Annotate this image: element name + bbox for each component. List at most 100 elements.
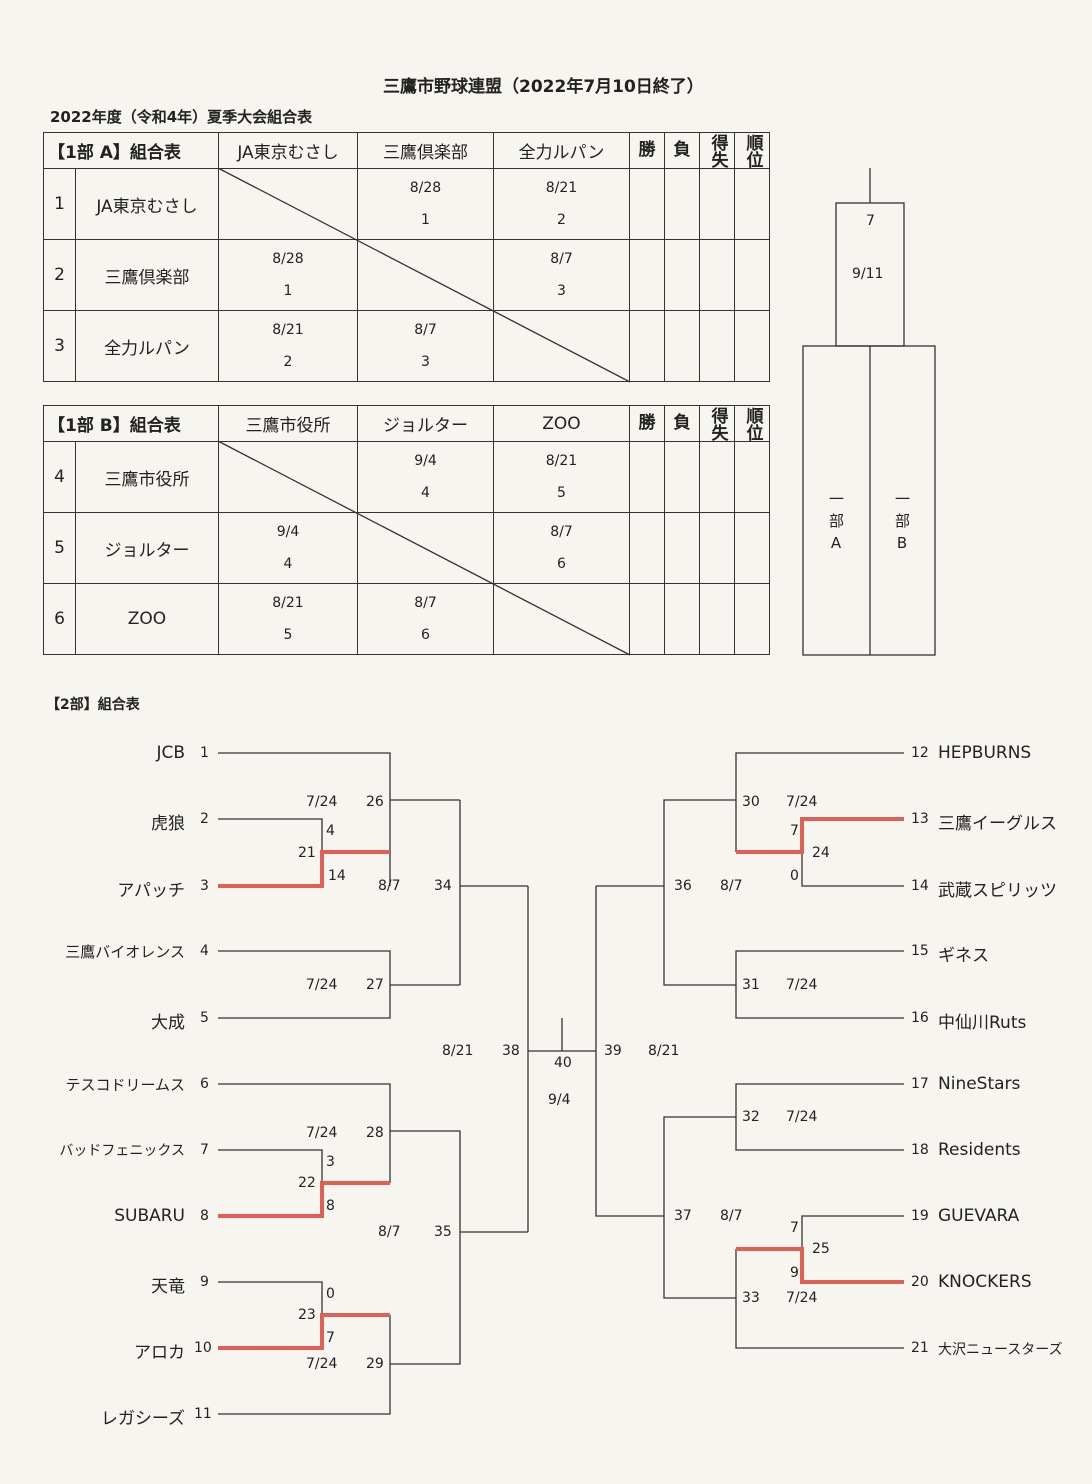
game-date: 8/21 [545,180,578,196]
game-date: 8/21 [545,453,578,469]
game-date: 8/7 [550,251,573,267]
div1a-label: 【1部 A】組合表 [43,132,219,169]
score: 14 [328,868,346,884]
team-number: 19 [911,1208,929,1224]
row-team: ZOO [75,583,219,655]
game-number: 25 [812,1241,830,1257]
div1b-col-header: 三鷹市役所 [218,405,358,442]
game-date: 8/7 [378,1224,401,1240]
stat-cell [629,239,665,311]
game-number: 27 [366,977,384,993]
team-name: HEPBURNS [938,743,1032,763]
row-team: 全力ルパン [75,310,219,382]
row-number: 2 [43,239,76,311]
div1a-col-header: 全力ルパン [493,132,630,169]
team-number: 17 [911,1076,929,1092]
game-number: 40 [554,1055,572,1071]
game-date: 9/4 [548,1092,571,1108]
diagonal-line [217,167,631,383]
team-name: 武蔵スピリッツ [938,881,1057,901]
game-number: 1 [283,283,293,299]
team-number: 6 [200,1076,209,1092]
game-number: 31 [742,977,760,993]
team-name: バッドフェニックス [59,1143,185,1159]
stat-cell [629,310,665,382]
stat-header-runs: 得失 [699,132,735,169]
final-game-number: 7 [866,213,875,229]
team-number: 20 [911,1274,929,1290]
row-team: JA東京むさし [75,168,219,240]
stat-cell [734,441,770,513]
team-name: 中仙川Ruts [938,1013,1027,1033]
team-name: テスコドリームス [65,1076,185,1094]
stat-cell [629,441,665,513]
game-number: 30 [742,794,760,810]
team-number: 1 [200,745,209,761]
team-number: 12 [911,745,929,761]
score: 7 [790,1220,799,1236]
team-name: レガシーズ [100,1409,185,1429]
stat-header-rank: 順位 [734,405,770,442]
game-number: 33 [742,1290,760,1306]
game-date: 8/21 [272,322,304,338]
div2-label: 【2部】組合表 [46,697,140,713]
stat-cell [734,168,770,240]
team-number: 14 [911,878,929,894]
score: 0 [326,1286,335,1302]
final-game-date: 9/11 [852,266,884,282]
score: 4 [326,823,335,839]
game-number: 36 [674,878,692,894]
diagonal-line [217,440,631,656]
game-date: 9/4 [276,524,300,540]
game-number: 6 [557,556,566,572]
stat-cell [699,239,735,311]
game-number: 22 [298,1175,316,1191]
stat-cell [734,583,770,655]
game-date: 7/24 [306,1125,338,1141]
score: 9 [790,1265,799,1281]
game-date: 8/21 [272,595,304,611]
team-number: 5 [200,1010,209,1026]
game-number: 37 [674,1208,692,1224]
score: 3 [326,1154,335,1170]
stat-cell [734,512,770,584]
team-number: 21 [911,1340,929,1356]
team-name: Residents [938,1140,1021,1160]
score: 0 [790,868,799,884]
team-number: 2 [200,811,209,827]
row-number: 4 [43,441,76,513]
game-number: 1 [421,212,430,228]
game-number: 5 [283,627,293,643]
team-name: KNOCKERS [938,1272,1032,1292]
game-number: 4 [283,556,293,572]
game-number: 3 [421,354,430,370]
game-date: 8/7 [720,878,743,894]
stat-cell [734,310,770,382]
team-number: 3 [200,878,209,894]
team-name: JCB [156,743,185,763]
team-number: 9 [200,1274,209,1290]
team-number: 11 [194,1406,212,1422]
div1b-col-header: ジョルター [357,405,494,442]
game-date: 7/24 [786,1109,818,1125]
game-date: 8/28 [409,180,442,196]
row-team: 三鷹倶楽部 [75,239,219,311]
row-team: 三鷹市役所 [75,441,219,513]
score: 7 [790,823,799,839]
team-name: NineStars [938,1074,1021,1094]
game-number: 26 [366,794,384,810]
stat-header-runs: 得失 [699,405,735,442]
team-name: 天竜 [151,1277,185,1297]
game-date: 7/24 [786,977,818,993]
team-number: 10 [194,1340,212,1356]
game-date: 8/7 [720,1208,743,1224]
game-number: 28 [366,1125,384,1141]
game-date: 8/21 [442,1043,474,1059]
div1a-table: 【1部 A】組合表 JA東京むさし 三鷹倶楽部 全力ルパン 勝 負 得失 順位 … [43,132,770,382]
game-date: 7/24 [306,1356,338,1372]
